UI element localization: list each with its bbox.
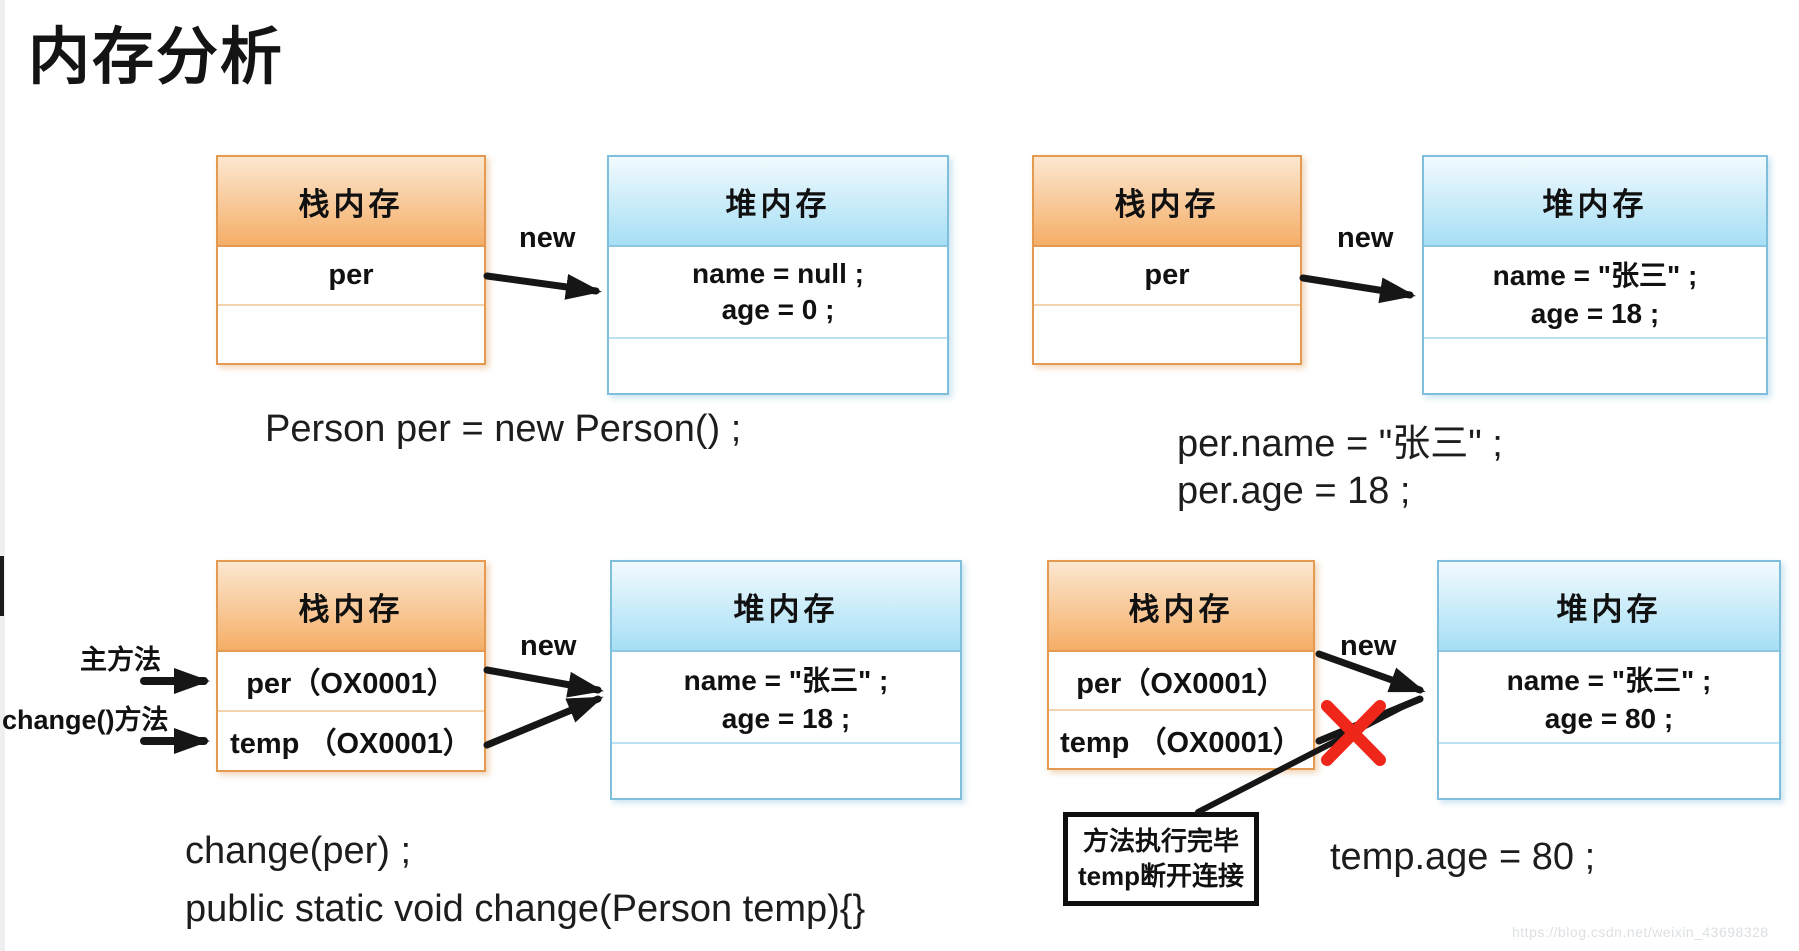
note-line-1: 方法执行完毕 [1082,825,1239,856]
stack-row-per-address: per（OX0001） [1049,652,1313,711]
page-title: 内存分析 [28,23,285,92]
heap-name-line: name = "张三" ; [683,665,889,696]
code-caption-per-age: per.age = 18 ; [1177,470,1411,512]
stack-memory-box-top-right: 栈内存 per [1032,155,1302,365]
heap-name-line: name = "张三" ; [1492,260,1698,291]
code-caption-change-signature: public static void change(Person temp){} [185,888,866,930]
stack-row-temp-address: temp （OX0001） [1060,726,1302,759]
csdn-watermark: https://blog.csdn.net/weixin_43698328 [1512,924,1769,940]
stack-row-temp-address: temp （OX0001） [230,728,472,760]
stack-row-per: per [1034,247,1300,306]
heap-empty-row [609,339,947,393]
heap-values: name = "张三" ; age = 80 ; [1439,652,1779,744]
new-arrow-top-right [1299,274,1416,304]
per-reference-arrow-bottom-left [483,666,604,698]
stack-memory-box-bottom-left: 栈内存 per（OX0001） temp （OX0001） [216,560,486,772]
new-arrow-top-left [483,272,602,300]
new-keyword-label: new [520,630,577,662]
heap-empty-row [1424,339,1766,393]
heap-age-line: age = 80 ; [1544,703,1674,734]
stack-row-per: per [218,247,484,306]
stack-row-empty [1034,306,1300,363]
temp-reference-arrow-bottom-left [483,695,604,749]
note-line-2: temp断开连接 [1077,861,1245,891]
new-keyword-label: new [519,222,576,254]
heap-values: name = "张三" ; age = 18 ; [612,652,960,744]
stack-memory-box-top-left: 栈内存 per [216,155,486,365]
heap-values: name = "张三" ; age = 18 ; [1424,247,1766,339]
code-caption-temp-age: temp.age = 80 ; [1330,836,1596,878]
left-edge-strip [0,0,5,951]
stack-row-per-address: per（OX0001） [218,652,484,712]
red-x-icon [1321,700,1386,766]
heap-memory-box-top-left: 堆内存 name = null ; age = 0 ; [607,155,949,395]
stack-row-empty [218,306,484,363]
heap-values: name = null ; age = 0 ; [609,247,947,339]
heap-header-label: 堆内存 [1439,562,1779,652]
temp-reference-line-bottom-right [1315,695,1424,745]
stack-header-label: 栈内存 [218,157,484,247]
heap-name-line: name = "张三" ; [1506,665,1712,696]
left-edge-artifact [0,556,4,616]
heap-header-label: 堆内存 [609,157,947,247]
heap-age-line: age = 18 ; [721,703,851,734]
red-x-icon [1321,700,1386,766]
temp-disconnect-note-box: 方法执行完毕 temp断开连接 [1063,812,1259,906]
stack-header-label: 栈内存 [218,562,484,652]
heap-header-label: 堆内存 [1424,157,1766,247]
heap-empty-row [1439,744,1779,798]
heap-memory-box-top-right: 堆内存 name = "张三" ; age = 18 ; [1422,155,1768,395]
heap-age-line: age = 0 ; [721,294,835,325]
new-keyword-label: new [1340,630,1397,662]
heap-name-line: name = null ; [692,258,864,289]
heap-memory-box-bottom-left: 堆内存 name = "张三" ; age = 18 ; [610,560,962,800]
code-caption-change-call: change(per) ; [185,830,412,872]
code-caption-person-new: Person per = new Person() ; [265,408,742,450]
stack-header-label: 栈内存 [1034,157,1300,247]
heap-header-label: 堆内存 [612,562,960,652]
new-keyword-label: new [1337,222,1394,254]
stack-memory-box-bottom-right: 栈内存 per（OX0001） temp （OX0001） [1047,560,1315,770]
heap-age-line: age = 18 ; [1530,298,1660,329]
change-method-label: change()方法 [2,705,169,735]
heap-memory-box-bottom-right: 堆内存 name = "张三" ; age = 80 ; [1437,560,1781,800]
heap-empty-row [612,744,960,798]
main-method-label: 主方法 [80,645,161,675]
stack-header-label: 栈内存 [1049,562,1313,652]
code-caption-per-name: per.name = "张三" ; [1177,423,1503,465]
